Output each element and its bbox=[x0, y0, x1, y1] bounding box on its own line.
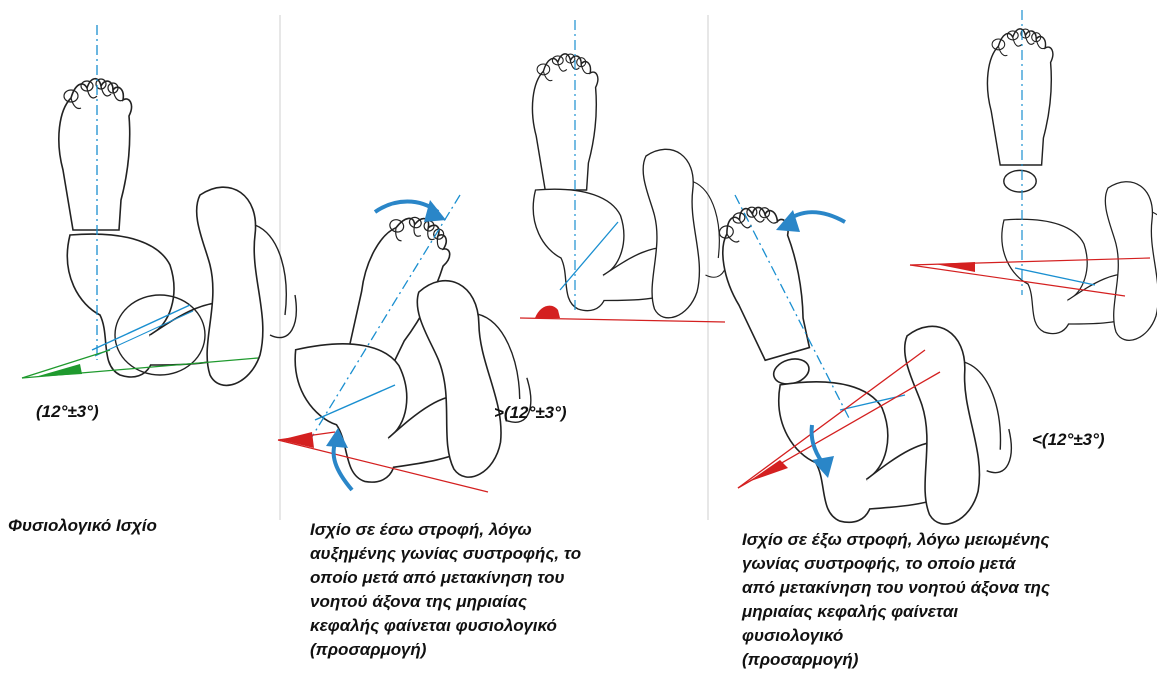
foot-illustration bbox=[710, 199, 830, 393]
inset-foot-illustration bbox=[987, 29, 1052, 192]
inset-hip-illustration bbox=[1002, 182, 1157, 341]
inset-reference-line bbox=[520, 318, 725, 322]
rotation-arrow-top-head bbox=[424, 200, 446, 222]
angle-label-internal-text: >(12°±3°) bbox=[494, 403, 567, 423]
panel-normal bbox=[22, 25, 296, 385]
panel-external-rotation bbox=[710, 10, 1157, 535]
caption-internal: Ισχίο σε έσω στροφή, λόγω αυξημένης γωνί… bbox=[310, 518, 581, 662]
angle-marker bbox=[280, 432, 314, 448]
foot-illustration bbox=[59, 79, 132, 260]
angle-marker bbox=[748, 460, 788, 482]
panel-internal-rotation bbox=[278, 20, 728, 499]
caption-normal: Φυσιολογικό Ισχίο bbox=[8, 514, 157, 538]
inset-angle-marker bbox=[535, 306, 560, 318]
angle-label-normal-text: (12°±3°) bbox=[36, 402, 99, 422]
angle-label-external-text: <(12°±3°) bbox=[1032, 430, 1105, 450]
caption-external: Ισχίο σε έξω στροφή, λόγω μειωμένης γωνί… bbox=[742, 528, 1050, 672]
